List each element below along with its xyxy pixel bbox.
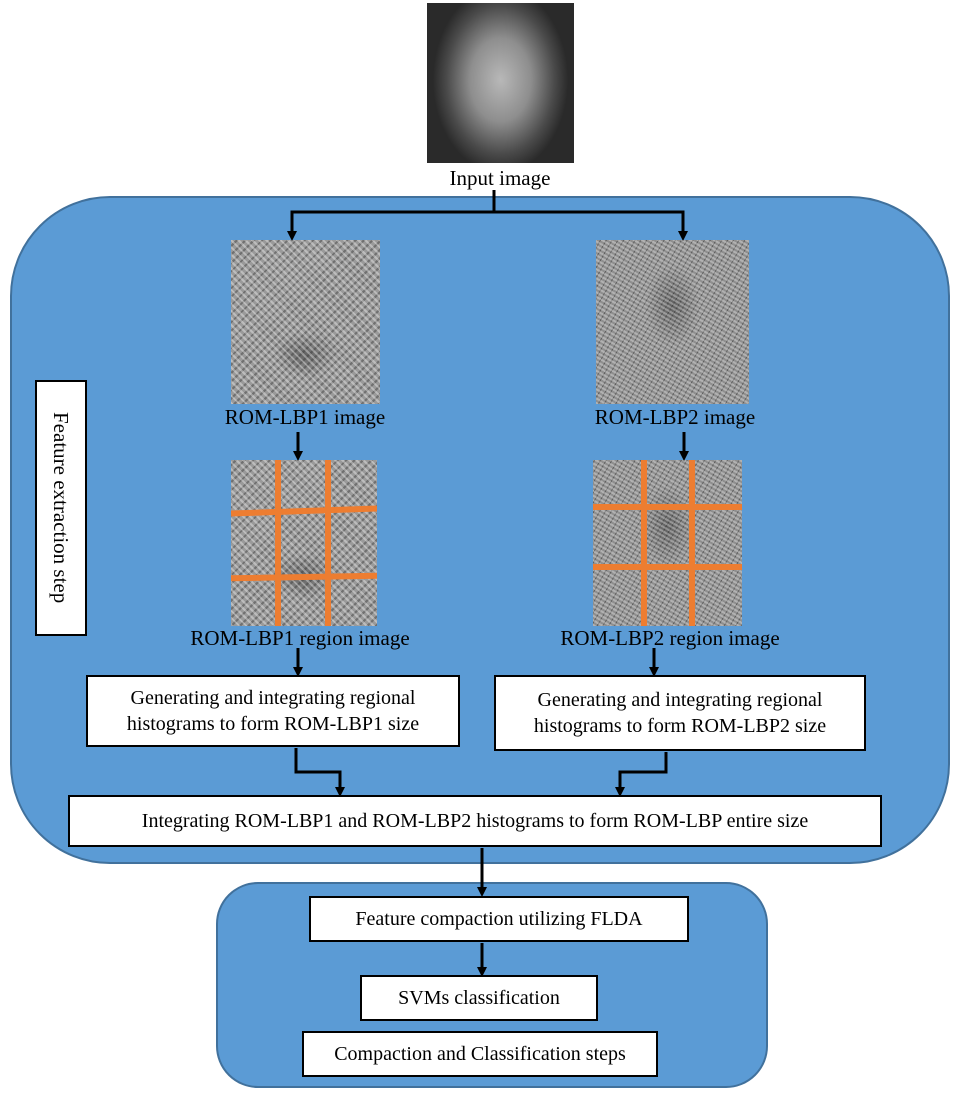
histogram-box-rom-lbp1: Generating and integrating regional hist… [86, 675, 460, 747]
compaction-classification-steps-label: Compaction and Classification steps [302, 1031, 658, 1077]
grid-line [689, 460, 695, 626]
arrow-hist2-to-integrate [615, 752, 668, 797]
rom-lbp1-image-label: ROM-LBP1 image [224, 405, 386, 429]
grid-line [275, 460, 281, 626]
grid-line [593, 564, 742, 570]
grid-line [641, 460, 647, 626]
rom-lbp2-region-image [593, 460, 742, 626]
arrow-hist1-to-integrate [294, 748, 345, 797]
rom-lbp1-image [231, 240, 380, 404]
rom-lbp2-region-label: ROM-LBP2 region image [560, 626, 780, 650]
rom-lbp1-region-label: ROM-LBP1 region image [190, 626, 410, 650]
rom-lbp2-image [596, 240, 749, 404]
histogram-box-rom-lbp2: Generating and integrating regional hist… [494, 675, 866, 751]
flda-box: Feature compaction utilizing FLDA [309, 896, 689, 942]
grid-line [325, 460, 331, 626]
feature-extraction-panel [10, 196, 950, 864]
arrow-input-to-rom1 [287, 190, 496, 241]
input-face-image [427, 3, 574, 163]
feature-extraction-step-label: Feature extraction step [35, 380, 87, 636]
rom-lbp2-image-label: ROM-LBP2 image [594, 405, 756, 429]
input-image-label: Input image [449, 166, 551, 190]
rom-lbp1-region-image [231, 460, 377, 626]
grid-line [593, 504, 742, 510]
arrow-input-to-rom2 [494, 210, 688, 241]
integration-box: Integrating ROM-LBP1 and ROM-LBP2 histog… [68, 795, 882, 847]
